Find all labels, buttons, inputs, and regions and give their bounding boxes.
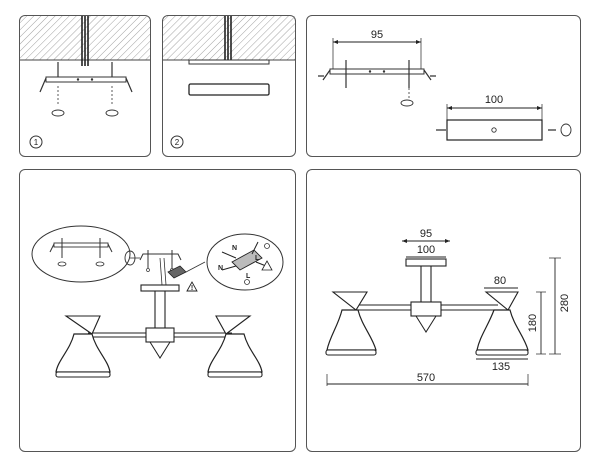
- bracket-dimensions-drawing: 95 100: [318, 29, 572, 141]
- canopy: [188, 83, 270, 96]
- lamp-hub: [410, 301, 442, 317]
- lamp-shade-right: [215, 315, 252, 335]
- wire-line-label: L: [255, 255, 260, 262]
- ceiling-hatch: [163, 16, 295, 60]
- svg-text:2: 2: [175, 138, 180, 147]
- ceiling-wires: [224, 16, 232, 62]
- wire-neutral-label: N: [218, 265, 223, 272]
- wall-dowel: [51, 109, 65, 117]
- bracket-width-label: 95: [371, 29, 383, 41]
- overall-height-label: 280: [559, 294, 571, 312]
- lamp-shade-left: [64, 315, 101, 335]
- ground-icon: [244, 279, 250, 285]
- bracket-detail-bubble: [31, 225, 131, 283]
- lamp-shade-right: [484, 291, 519, 311]
- lamp-canopy: [140, 284, 180, 292]
- screw-knob-icon: [560, 123, 572, 137]
- svg-text:!: !: [191, 285, 193, 292]
- overall-width-label: 570: [417, 372, 435, 384]
- panel-wiring-assembly: [19, 169, 296, 452]
- warning-icon: [261, 260, 273, 271]
- wire-neutral-label: N: [232, 245, 237, 252]
- wiring-assembly-drawing: ! N L N L: [31, 225, 284, 378]
- ceiling-wires: [81, 16, 89, 66]
- product-dimensions-drawing: 95 100 80 135 570: [325, 228, 571, 386]
- wire-line-label: L: [246, 273, 251, 280]
- step-badge-1: [29, 135, 43, 149]
- step-badge-2: [170, 135, 184, 149]
- canopy-width-label: 100: [485, 94, 503, 106]
- canopy: [446, 119, 543, 141]
- terminal-block: [167, 265, 187, 279]
- svg-text:1: 1: [34, 138, 39, 147]
- step-1-drawing: 1: [20, 16, 150, 149]
- lamp-shade-left: [331, 291, 368, 311]
- product-bracket-label: 95: [420, 228, 432, 240]
- step-2-drawing: 2: [163, 16, 295, 149]
- ground-icon: [264, 243, 270, 249]
- warning-icon: [186, 281, 198, 292]
- lamp-hub: [145, 327, 175, 343]
- wall-dowel: [105, 109, 119, 117]
- product-canopy-label: 100: [417, 244, 435, 256]
- shade-bottom-label: 135: [492, 361, 510, 373]
- lamp-canopy: [405, 258, 447, 267]
- shade-top-label: 80: [494, 275, 506, 287]
- shade-height-label: 180: [527, 314, 539, 332]
